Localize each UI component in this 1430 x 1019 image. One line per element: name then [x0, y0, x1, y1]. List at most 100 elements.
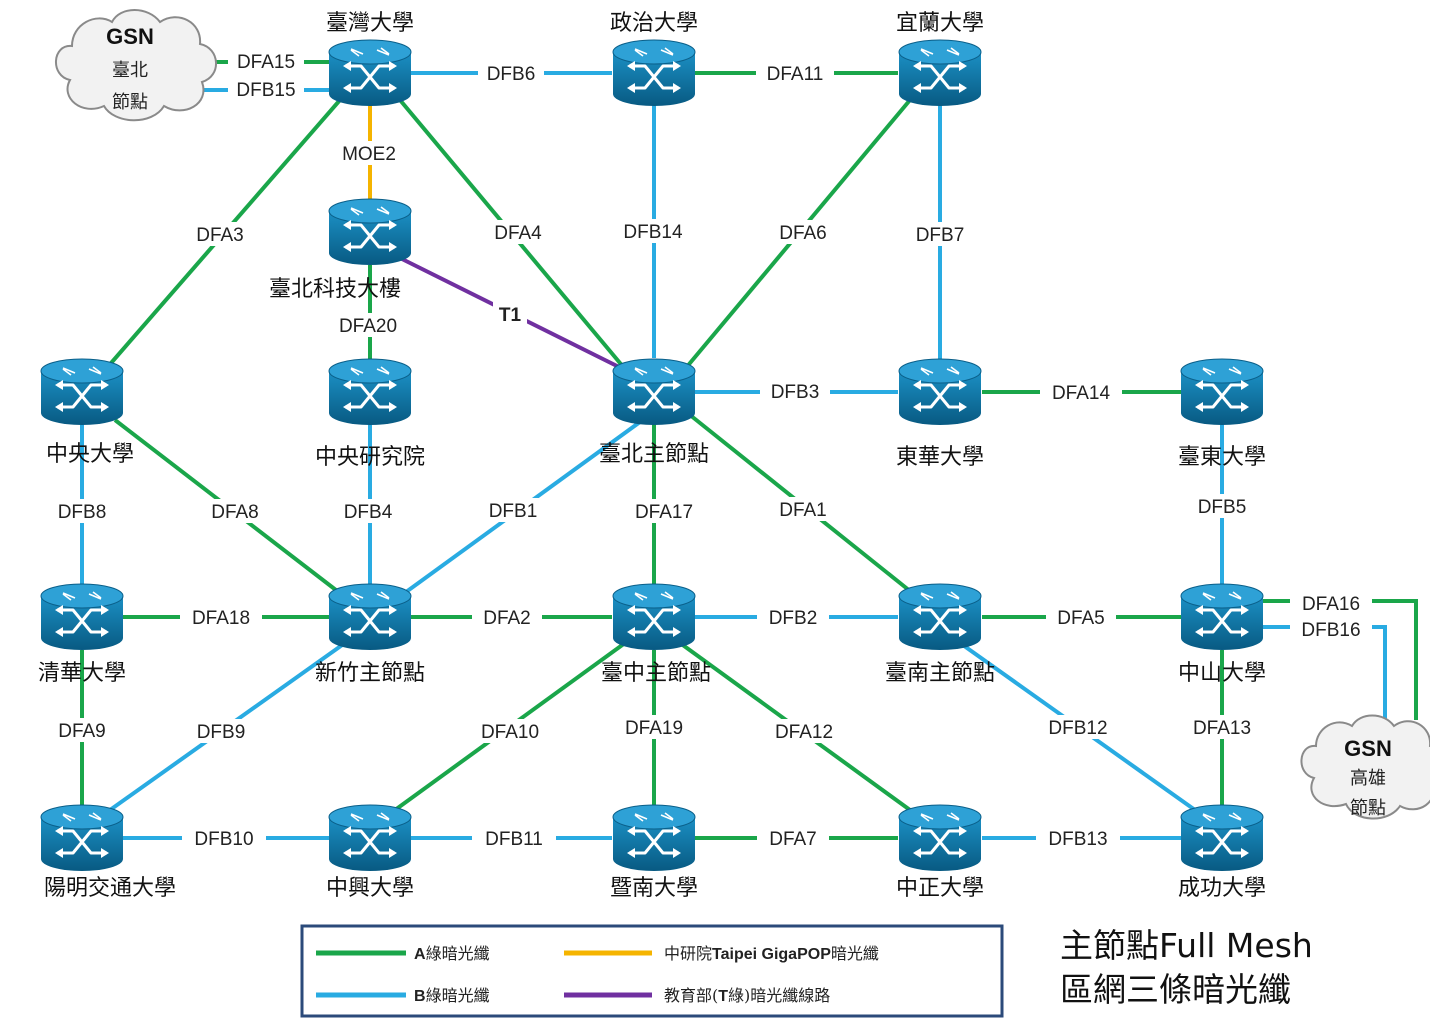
node-label-nycu: 陽明交通大學	[44, 876, 176, 901]
node-label-ndhu: 東華大學	[896, 445, 984, 470]
router-icon-hcmain	[328, 583, 412, 650]
svg-text:DFA10: DFA10	[481, 722, 539, 743]
label-dfa7: DFA7	[757, 826, 829, 850]
label-dfb16: DFB16	[1290, 618, 1372, 641]
label-dfa6: DFA6	[769, 220, 837, 244]
svg-text:GSN: GSN	[1344, 736, 1392, 761]
svg-text:T1: T1	[499, 305, 522, 326]
label-dfb3: DFB3	[760, 379, 830, 403]
router-icon-tpmain	[612, 358, 696, 425]
svg-text:DFB14: DFB14	[623, 222, 683, 243]
node-label-nthu: 清華大學	[38, 661, 126, 686]
label-dfa16: DFA16	[1290, 592, 1372, 615]
label-dfa15: DFA15	[228, 49, 304, 73]
router-icon-ncnu	[612, 804, 696, 871]
router-icon-as	[328, 358, 412, 425]
node-label-ncu: 中央大學	[46, 442, 134, 467]
router-icon-tnmain	[898, 583, 982, 650]
label-dfa17: DFA17	[622, 499, 706, 523]
label-dfa4: DFA4	[484, 220, 552, 244]
svg-text:DFA2: DFA2	[483, 608, 531, 629]
label-dfb11: DFB11	[472, 826, 556, 850]
node-label-nchu: 中興大學	[326, 876, 414, 901]
label-dfb9: DFB9	[185, 719, 257, 743]
svg-text:DFB12: DFB12	[1048, 718, 1107, 739]
svg-text:DFA8: DFA8	[211, 502, 259, 523]
router-icon-ndhu	[898, 358, 982, 425]
svg-text:DFB1: DFB1	[489, 501, 538, 522]
node-label-ccu: 中正大學	[896, 876, 984, 901]
svg-text:DFB2: DFB2	[769, 608, 818, 629]
cloud-icon	[55, 9, 217, 122]
svg-text:DFA17: DFA17	[635, 502, 693, 523]
node-label-nttu: 臺東大學	[1178, 445, 1266, 470]
label-dfa3: DFA3	[186, 222, 254, 246]
node-label-as: 中央研究院	[315, 445, 425, 470]
label-dfa1: DFA1	[768, 497, 838, 521]
node-label-niu: 宜蘭大學	[896, 11, 984, 36]
svg-text:DFB4: DFB4	[344, 502, 393, 523]
svg-text:DFB16: DFB16	[1301, 620, 1360, 641]
router-icon-nycu	[40, 804, 124, 871]
router-icon-nttu	[1180, 358, 1264, 425]
svg-text:DFA5: DFA5	[1057, 608, 1105, 629]
svg-text:DFB11: DFB11	[485, 829, 543, 850]
svg-text:DFA6: DFA6	[779, 223, 827, 244]
link-labels-layer: DFA15 DFB15 DFB6 DFA11 MOE2 DFA3 DFA4 DF…	[46, 49, 1372, 850]
label-dfa8: DFA8	[200, 499, 270, 523]
label-dfb6: DFB6	[478, 61, 544, 85]
svg-text:DFB6: DFB6	[487, 64, 536, 85]
legend-text-b: B綠暗光纖	[414, 986, 490, 1005]
label-dfa5: DFA5	[1046, 605, 1116, 629]
routers-layer	[40, 39, 1264, 871]
label-t1: T1	[493, 302, 527, 326]
router-icon-nchu	[328, 804, 412, 871]
svg-text:DFA18: DFA18	[192, 608, 250, 629]
legend-text-t: 教育部(T綠)暗光纖線路	[664, 986, 830, 1005]
note-line-2: 區網三條暗光纖	[1060, 970, 1291, 1009]
label-dfb1: DFB1	[478, 498, 548, 522]
router-icon-tcmain	[612, 583, 696, 650]
router-icon-nsysu	[1180, 583, 1264, 650]
legend-text-a: A綠暗光纖	[414, 944, 490, 963]
svg-text:DFB3: DFB3	[771, 382, 820, 403]
label-dfa11: DFA11	[756, 61, 834, 85]
svg-text:DFA7: DFA7	[769, 829, 817, 850]
svg-text:DFA15: DFA15	[237, 52, 295, 73]
svg-text:DFA13: DFA13	[1193, 718, 1251, 739]
svg-text:MOE2: MOE2	[342, 144, 396, 165]
label-dfb2: DFB2	[757, 605, 829, 629]
node-label-ntu: 臺灣大學	[326, 11, 414, 36]
svg-text:DFA20: DFA20	[339, 316, 397, 337]
svg-text:GSN: GSN	[106, 24, 154, 49]
cloud-gsn-kaohsiung: GSN 高雄 節點	[1300, 714, 1430, 820]
label-dfb7: DFB7	[905, 222, 975, 246]
label-dfb14: DFB14	[612, 219, 694, 243]
label-dfa9: DFA9	[46, 718, 118, 742]
label-dfb8: DFB8	[46, 499, 118, 523]
router-icon-ncku	[1180, 804, 1264, 871]
node-label-tnmain: 臺南主節點	[885, 661, 995, 686]
svg-text:DFB10: DFB10	[194, 829, 253, 850]
svg-text:DFA3: DFA3	[196, 225, 244, 246]
label-dfa12: DFA12	[762, 719, 846, 743]
svg-text:DFA1: DFA1	[779, 500, 827, 521]
router-icon-ntu	[328, 39, 412, 106]
node-label-hcmain: 新竹主節點	[315, 661, 425, 686]
label-dfa13: DFA13	[1180, 715, 1264, 739]
svg-text:DFB9: DFB9	[197, 722, 246, 743]
label-dfb10: DFB10	[182, 826, 266, 850]
label-dfa14: DFA14	[1040, 380, 1122, 404]
svg-text:臺北: 臺北	[112, 60, 148, 81]
svg-text:DFA19: DFA19	[625, 718, 683, 739]
legend: A綠暗光纖 中研院Taipei GigaPOP暗光纖 B綠暗光纖 教育部(T綠)…	[300, 924, 1004, 1018]
label-moe2: MOE2	[330, 141, 408, 165]
svg-text:DFB15: DFB15	[236, 80, 295, 101]
node-label-ncnu: 暨南大學	[610, 876, 698, 901]
node-label-nsysu: 中山大學	[1178, 661, 1266, 686]
label-dfa2: DFA2	[472, 605, 542, 629]
router-icon-ccu	[898, 804, 982, 871]
note-line-1: 主節點Full Mesh	[1060, 926, 1313, 965]
router-icon-tpkj	[328, 198, 412, 265]
